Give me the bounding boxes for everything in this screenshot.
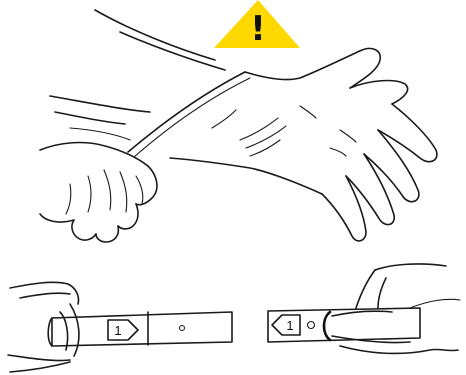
left-hand-strap: 1 xyxy=(8,282,232,372)
gloved-hand xyxy=(128,48,437,240)
warning-symbol: ! xyxy=(250,9,266,49)
left-tag-number: 1 xyxy=(114,323,121,338)
pulling-hand xyxy=(40,143,157,242)
warning-triangle-icon: ! xyxy=(214,0,300,49)
right-tag-number: 1 xyxy=(286,318,293,333)
sleeve-arm xyxy=(50,10,225,140)
right-hand-strap: 1 xyxy=(268,264,460,354)
tag-outline xyxy=(108,320,138,340)
